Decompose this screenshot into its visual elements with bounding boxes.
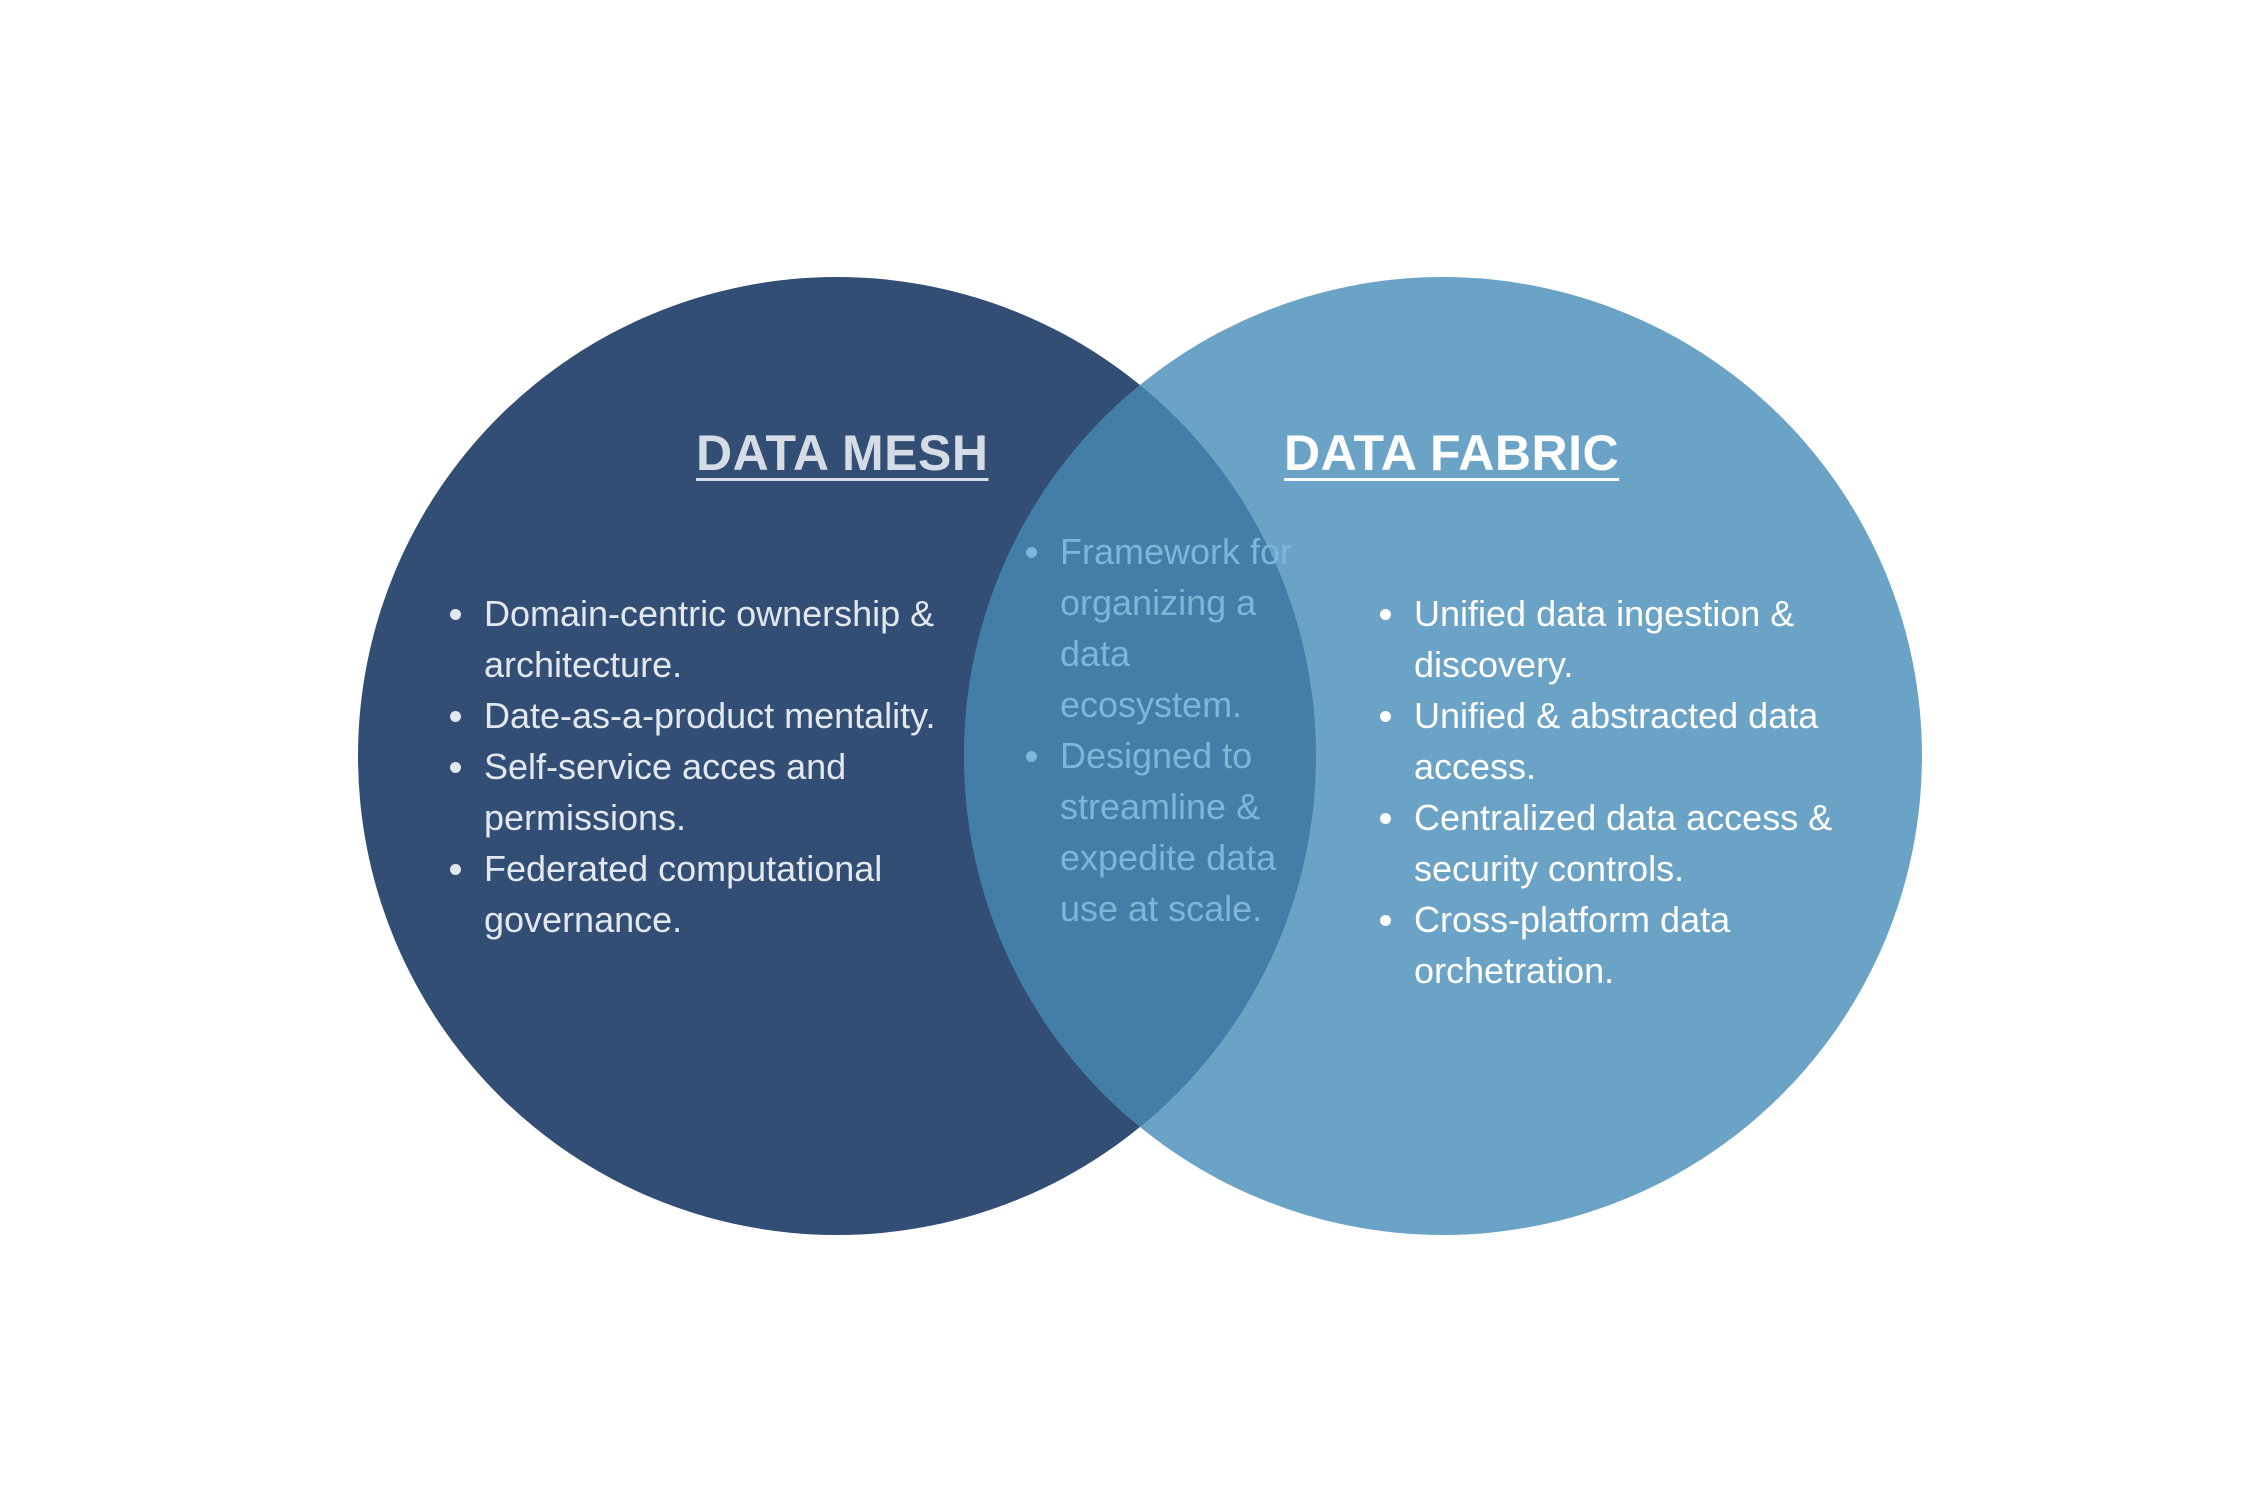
list-item: Framework for organizing a data ecosyste… — [1026, 526, 1296, 730]
list-item: Domain-centric ownership & architecture. — [450, 588, 950, 690]
overlap-region — [964, 277, 1316, 1235]
data-fabric-title: DATA FABRIC — [1284, 425, 1620, 481]
list-item: Self-service acces and permissions. — [450, 741, 950, 843]
list-item: Designed to streamline & expedite data u… — [1026, 730, 1296, 934]
data-fabric-list: Unified data ingestion & discovery. Unif… — [1380, 588, 1880, 996]
list-item: Centralized data access & security contr… — [1380, 792, 1880, 894]
list-item: Date-as-a-product mentality. — [450, 690, 950, 741]
list-item: Federated computational governance. — [450, 843, 950, 945]
list-item: Unified & abstracted data access. — [1380, 690, 1880, 792]
shared-traits-list: Framework for organizing a data ecosyste… — [1026, 526, 1296, 934]
data-mesh-list: Domain-centric ownership & architecture.… — [450, 588, 950, 945]
data-mesh-title: DATA MESH — [696, 425, 989, 481]
list-item: Unified data ingestion & discovery. — [1380, 588, 1880, 690]
list-item: Cross-platform data orchetration. — [1380, 894, 1880, 996]
